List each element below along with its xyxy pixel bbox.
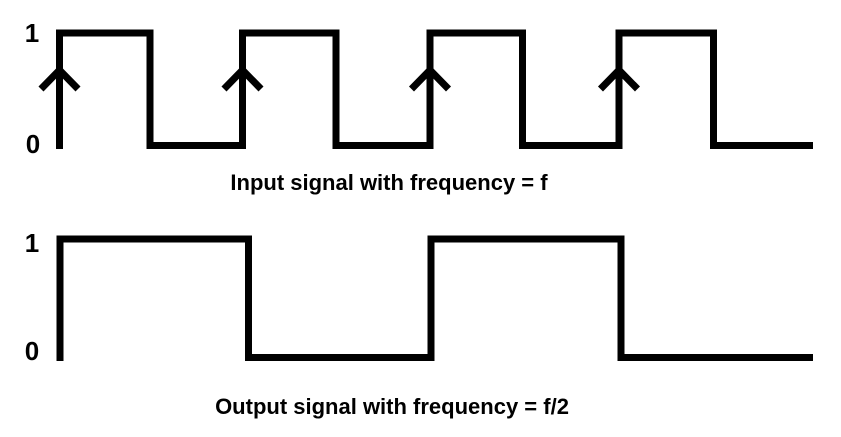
rising-edge-arrow-icon: [38, 64, 81, 92]
input-high-level-label: 1: [25, 18, 39, 48]
rising-edge-arrow-icon: [597, 64, 641, 92]
input-caption: Input signal with frequency = f: [230, 170, 548, 195]
input-waveform: [56, 29, 813, 149]
input-signal-plot: 1 0 Input signal with frequency = f: [25, 18, 813, 195]
input-rising-edge-arrows: [38, 64, 641, 92]
input-low-level-label: 0: [26, 129, 40, 159]
rising-edge-arrow-icon: [221, 64, 264, 92]
output-caption: Output signal with frequency = f/2: [215, 394, 569, 419]
output-high-level-label: 1: [25, 228, 39, 258]
output-waveform: [56, 235, 813, 361]
output-low-level-label: 0: [25, 336, 39, 366]
rising-edge-arrow-icon: [408, 64, 452, 92]
output-signal-plot: 1 0 Output signal with frequency = f/2: [25, 228, 813, 419]
